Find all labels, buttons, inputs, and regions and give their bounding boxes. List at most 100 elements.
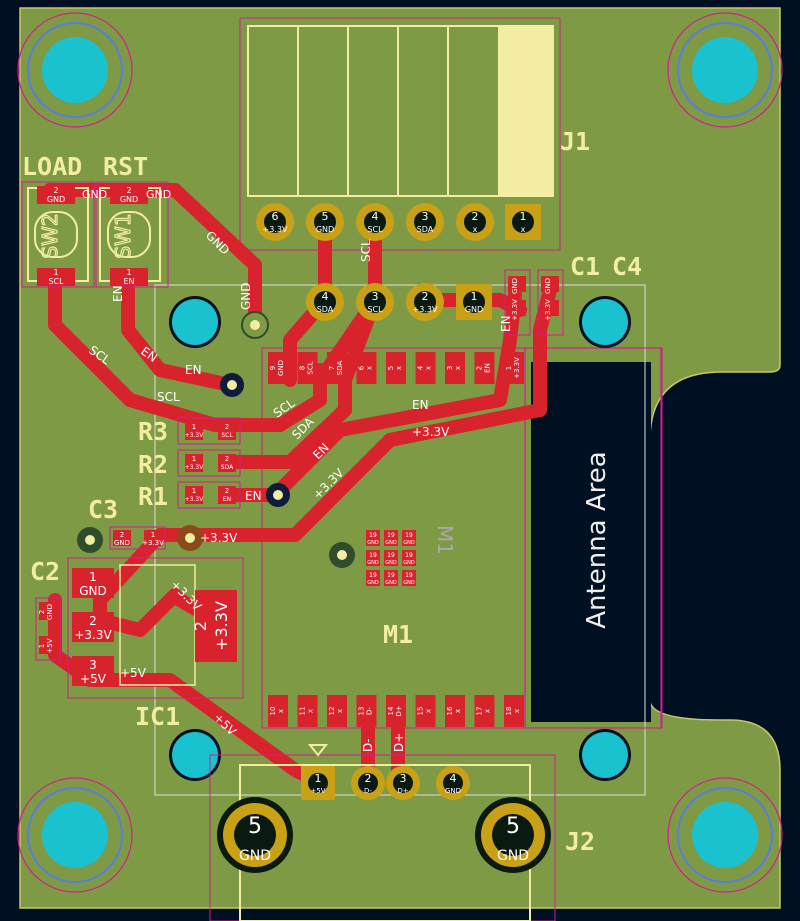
- m1-top-pad-2-net: EN: [484, 363, 492, 373]
- c2-footprint: [35, 597, 61, 661]
- j2-pin-3-net: D+: [397, 787, 408, 795]
- ic1-pin2-num: 2: [89, 614, 97, 628]
- c3-b-num: 1: [151, 531, 155, 539]
- m1-bottom-pad-11: 11: [299, 707, 307, 716]
- r-pad-right-num-2: 2: [225, 487, 229, 495]
- m1-bottom-pad-15: 15: [417, 707, 425, 716]
- sw1-pin1-net: EN: [123, 277, 134, 286]
- sw2-pin2: 2: [53, 186, 58, 195]
- sw1-footprint: [95, 181, 169, 288]
- ic1-pin1-num: 1: [89, 570, 97, 584]
- m1-bottom-pad-11-net: x: [307, 709, 315, 713]
- j2-footprint: [209, 744, 556, 921]
- j1-pin-3-net: SDA: [417, 225, 434, 234]
- c1-a-net: GND: [511, 278, 519, 294]
- m1-top-pad-5-net: x: [395, 366, 403, 370]
- ref-j1: J1: [560, 127, 590, 156]
- m1-top-pad-9: 9: [269, 366, 277, 370]
- sw2-footprint: [21, 181, 95, 288]
- m1-center-pad-net: GND: [367, 540, 379, 546]
- r-pad-left-num-1: 1: [192, 455, 196, 463]
- ref-c4: C4: [612, 252, 642, 281]
- r-pad-left-net-1: +3.3V: [185, 464, 205, 471]
- trace-label-en-7: EN: [499, 315, 513, 332]
- m1-center-pad-net: GND: [367, 560, 379, 566]
- m1-center-pad: 19: [387, 532, 395, 539]
- ref-c2: C2: [30, 557, 60, 586]
- j2-pin-3: 3: [400, 772, 407, 785]
- m1-top-pad-6: 6: [358, 365, 366, 370]
- m1-top-pad-4-net: x: [425, 366, 433, 370]
- m1-center-pad: 19: [405, 532, 413, 539]
- m1-bottom-pad-14-net: D+: [395, 705, 403, 716]
- ref-c1: C1: [570, 252, 600, 281]
- r-pad-right-num-1: 2: [225, 455, 229, 463]
- j1-pin-6: 6: [272, 210, 279, 223]
- m1-bottom-pad-18-net: x: [513, 709, 521, 713]
- r-pad-right-num-0: 2: [225, 423, 229, 431]
- antenna-label: Antenna Area: [582, 451, 612, 628]
- r-pad-left-net-0: +3.3V: [185, 432, 205, 439]
- ref-sw2: SW2: [38, 213, 62, 258]
- j2-shield-num-0: 5: [248, 814, 262, 839]
- c1-b-net: +3.3V: [511, 299, 519, 321]
- m1-top-pad-7-net: SDA: [336, 361, 344, 376]
- m1-center-pad: 19: [369, 532, 377, 539]
- header4-pin-4: 4: [322, 290, 329, 303]
- r-pad-left-net-2: +3.3V: [185, 496, 205, 503]
- j1-pin-2-net: x: [473, 225, 478, 234]
- j2-pin-1: 1: [315, 772, 322, 785]
- m1-top-pad-2: 2: [476, 366, 484, 370]
- ic1-tab-net: +3.3V: [212, 601, 231, 651]
- j1-pin-4-net: SCL: [367, 225, 383, 234]
- header4-pin-2-net: +3.3V: [413, 305, 438, 314]
- ic1-pin3-net: +5V: [80, 672, 107, 686]
- m1-bottom-pad-10-net: x: [277, 709, 285, 713]
- m1-bottom-pad-16: 16: [446, 706, 454, 715]
- header4-pin-1: 1: [471, 290, 478, 303]
- c4-b-net: +3.3V: [544, 299, 552, 321]
- trace-label-gnd-2: GND: [239, 282, 253, 310]
- sw-gnd-label-a: GND: [82, 188, 107, 201]
- trace-label-en-5: EN: [412, 398, 429, 412]
- m1-center-pad-net: GND: [385, 560, 397, 566]
- r-pad-right-net-2: EN: [223, 496, 231, 503]
- trace-label-en-6: EN: [245, 489, 262, 503]
- m1-bottom-pad-17: 17: [476, 707, 484, 716]
- m1-bottom-pad-18: 18: [505, 707, 513, 716]
- j2-pin-1-net: +5V: [310, 787, 325, 795]
- m1-center-pad-net: GND: [403, 540, 415, 546]
- r-pad-left-num-2: 1: [192, 487, 196, 495]
- sw2-pin1-net: SCL: [48, 277, 64, 286]
- m1-center-pad: 19: [369, 572, 377, 579]
- c2-a-num: 2: [38, 610, 46, 614]
- ref-c3: C3: [88, 495, 118, 524]
- m1-top-pad-8: 8: [299, 366, 307, 370]
- m1-bottom-pad-12-net: x: [336, 709, 344, 713]
- sw2-pin2-net: GND: [47, 195, 65, 204]
- ref-m1-mirror: M1: [433, 525, 457, 555]
- j1-footprint: [239, 17, 561, 251]
- c3-a-num: 2: [120, 531, 124, 539]
- antenna-keepout: [531, 362, 651, 722]
- j2-shield-net-1: GND: [497, 848, 529, 864]
- j1-pin-3: 3: [422, 210, 429, 223]
- m1-center-pad: 19: [369, 552, 377, 559]
- m1-center-pad-net: GND: [367, 580, 379, 586]
- j1-pin-1: 1: [520, 210, 527, 223]
- ic1-pin2-net: +3.3V: [74, 628, 112, 642]
- ref-r3: R3: [138, 417, 168, 446]
- c1-c4-footprints: [504, 269, 564, 336]
- trace-label-dplus: D+: [392, 733, 406, 752]
- m1-top-pad-4: 4: [417, 365, 425, 370]
- sw2-pin1: 1: [53, 268, 58, 277]
- j1-pin-5: 5: [322, 210, 329, 223]
- j2-shield-num-1: 5: [506, 814, 520, 839]
- m1-center-pads: 19GND19GND19GND19GND19GND19GND19GND19GND…: [366, 530, 416, 586]
- j1-pin-4: 4: [372, 210, 379, 223]
- m1-top-pad-3: 3: [446, 366, 454, 370]
- c2-b-num: 1: [38, 644, 46, 648]
